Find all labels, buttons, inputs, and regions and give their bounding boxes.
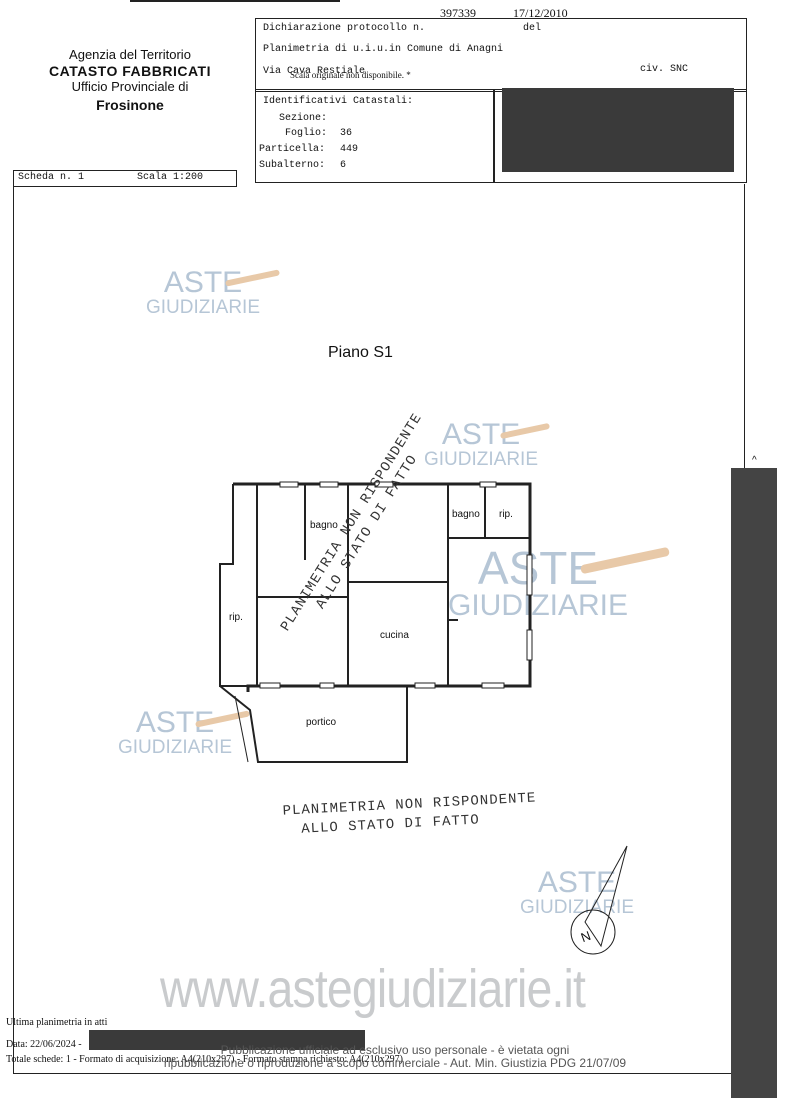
agency-header: Agenzia del Territorio CATASTO FABBRICAT… xyxy=(30,47,230,114)
url-watermark: www.astegiudiziarie.it xyxy=(160,959,586,1019)
planimetria-comune: Planimetria di u.i.u.in Comune di Anagni xyxy=(263,44,504,55)
redacted-footer xyxy=(89,1030,365,1050)
footer-totale: Totale schede: 1 - Formato di acquisizio… xyxy=(6,1054,403,1065)
declaration-box xyxy=(255,18,747,92)
footer-notice: Pubblicazione ufficiale ad esclusivo uso… xyxy=(163,1043,627,1071)
subalterno-value: 6 xyxy=(340,160,347,171)
floor-plan xyxy=(219,481,533,763)
top-rule xyxy=(130,0,340,2)
identifiers-title: Identificativi Catastali: xyxy=(263,96,414,107)
protocol-date: 17/12/2010 xyxy=(513,6,568,20)
catasto-title: CATASTO FABBRICATI xyxy=(49,62,211,79)
scheda-number: Scheda n. 1 xyxy=(18,172,85,183)
footer-data: Data: 22/06/2024 - xyxy=(6,1039,82,1050)
redacted-side-strip xyxy=(731,468,777,1098)
sezione-label: Sezione: xyxy=(279,113,328,124)
redacted-owner xyxy=(502,88,734,172)
room-bagno-right: bagno xyxy=(452,509,480,520)
subalterno-label: Subalterno: xyxy=(259,160,326,171)
watermark-3: ASTE GIUDIZIARIE xyxy=(448,542,629,622)
protocol-number: 397339 xyxy=(440,6,476,20)
foglio-label: Foglio: xyxy=(285,128,328,139)
room-portico: portico xyxy=(306,717,337,728)
scale-label: Scala 1:200 xyxy=(137,172,204,183)
watermark-1: ASTE GIUDIZIARIE xyxy=(146,266,261,318)
identifiers-box xyxy=(255,89,495,183)
room-rip-left: rip. xyxy=(229,612,243,623)
particella-value: 449 xyxy=(340,144,359,155)
agency-name: Agenzia del Territorio xyxy=(69,47,191,62)
particella-label: Particella: xyxy=(259,144,326,155)
foglio-value: 36 xyxy=(340,128,353,139)
address-civ: civ. SNC xyxy=(640,64,689,75)
ufficio-label: Ufficio Provinciale di xyxy=(71,79,189,95)
watermark-5: ASTE GIUDIZIARIE xyxy=(520,866,635,918)
room-cucina: cucina xyxy=(380,630,409,641)
compass-icon xyxy=(570,845,628,955)
address-via: Via Cava Restiale xyxy=(263,66,366,77)
declaration-del: del xyxy=(523,23,542,34)
declaration-label: Dichiarazione protocollo n. xyxy=(263,23,426,34)
scale-note: Scala originale non disponibile. * xyxy=(290,70,411,80)
scheda-box xyxy=(13,170,237,187)
room-rip-right: rip. xyxy=(499,509,513,520)
room-bagno-left: bagno xyxy=(310,520,338,531)
caret-mark: ^ xyxy=(752,455,757,466)
province-name: Frosinone xyxy=(96,96,164,113)
footer-ultima: Ultima planimetria in atti xyxy=(6,1017,108,1028)
floor-title: Piano S1 xyxy=(328,344,393,361)
